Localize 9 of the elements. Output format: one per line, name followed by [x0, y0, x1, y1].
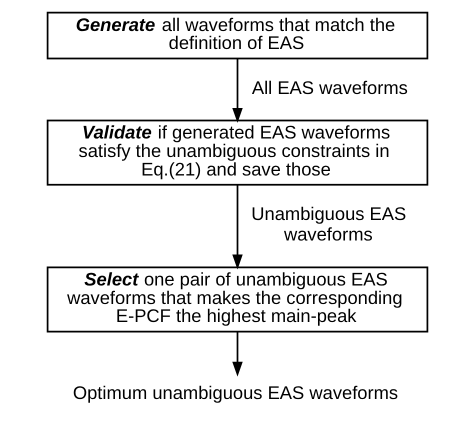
node-box: Generate all waveforms that match the definition of EAS: [46, 12, 428, 60]
arrow: [232, 58, 242, 123]
node-text: Optimum unambiguous EAS waveforms: [72, 382, 398, 404]
arrow: [232, 332, 242, 377]
edge-label: Unambiguous EAS waveforms: [250, 203, 406, 245]
node-box: Validate if generated EAS waveforms satisfy the unambiguous constraints in Eq.(21) and save those: [46, 120, 428, 186]
edge-label: All EAS waveforms: [251, 76, 408, 98]
arrow: [232, 184, 242, 270]
node-box: Select one pair of unambiguous EAS waveforms that makes the corresponding E-PCF the highest main-peak: [46, 266, 428, 332]
